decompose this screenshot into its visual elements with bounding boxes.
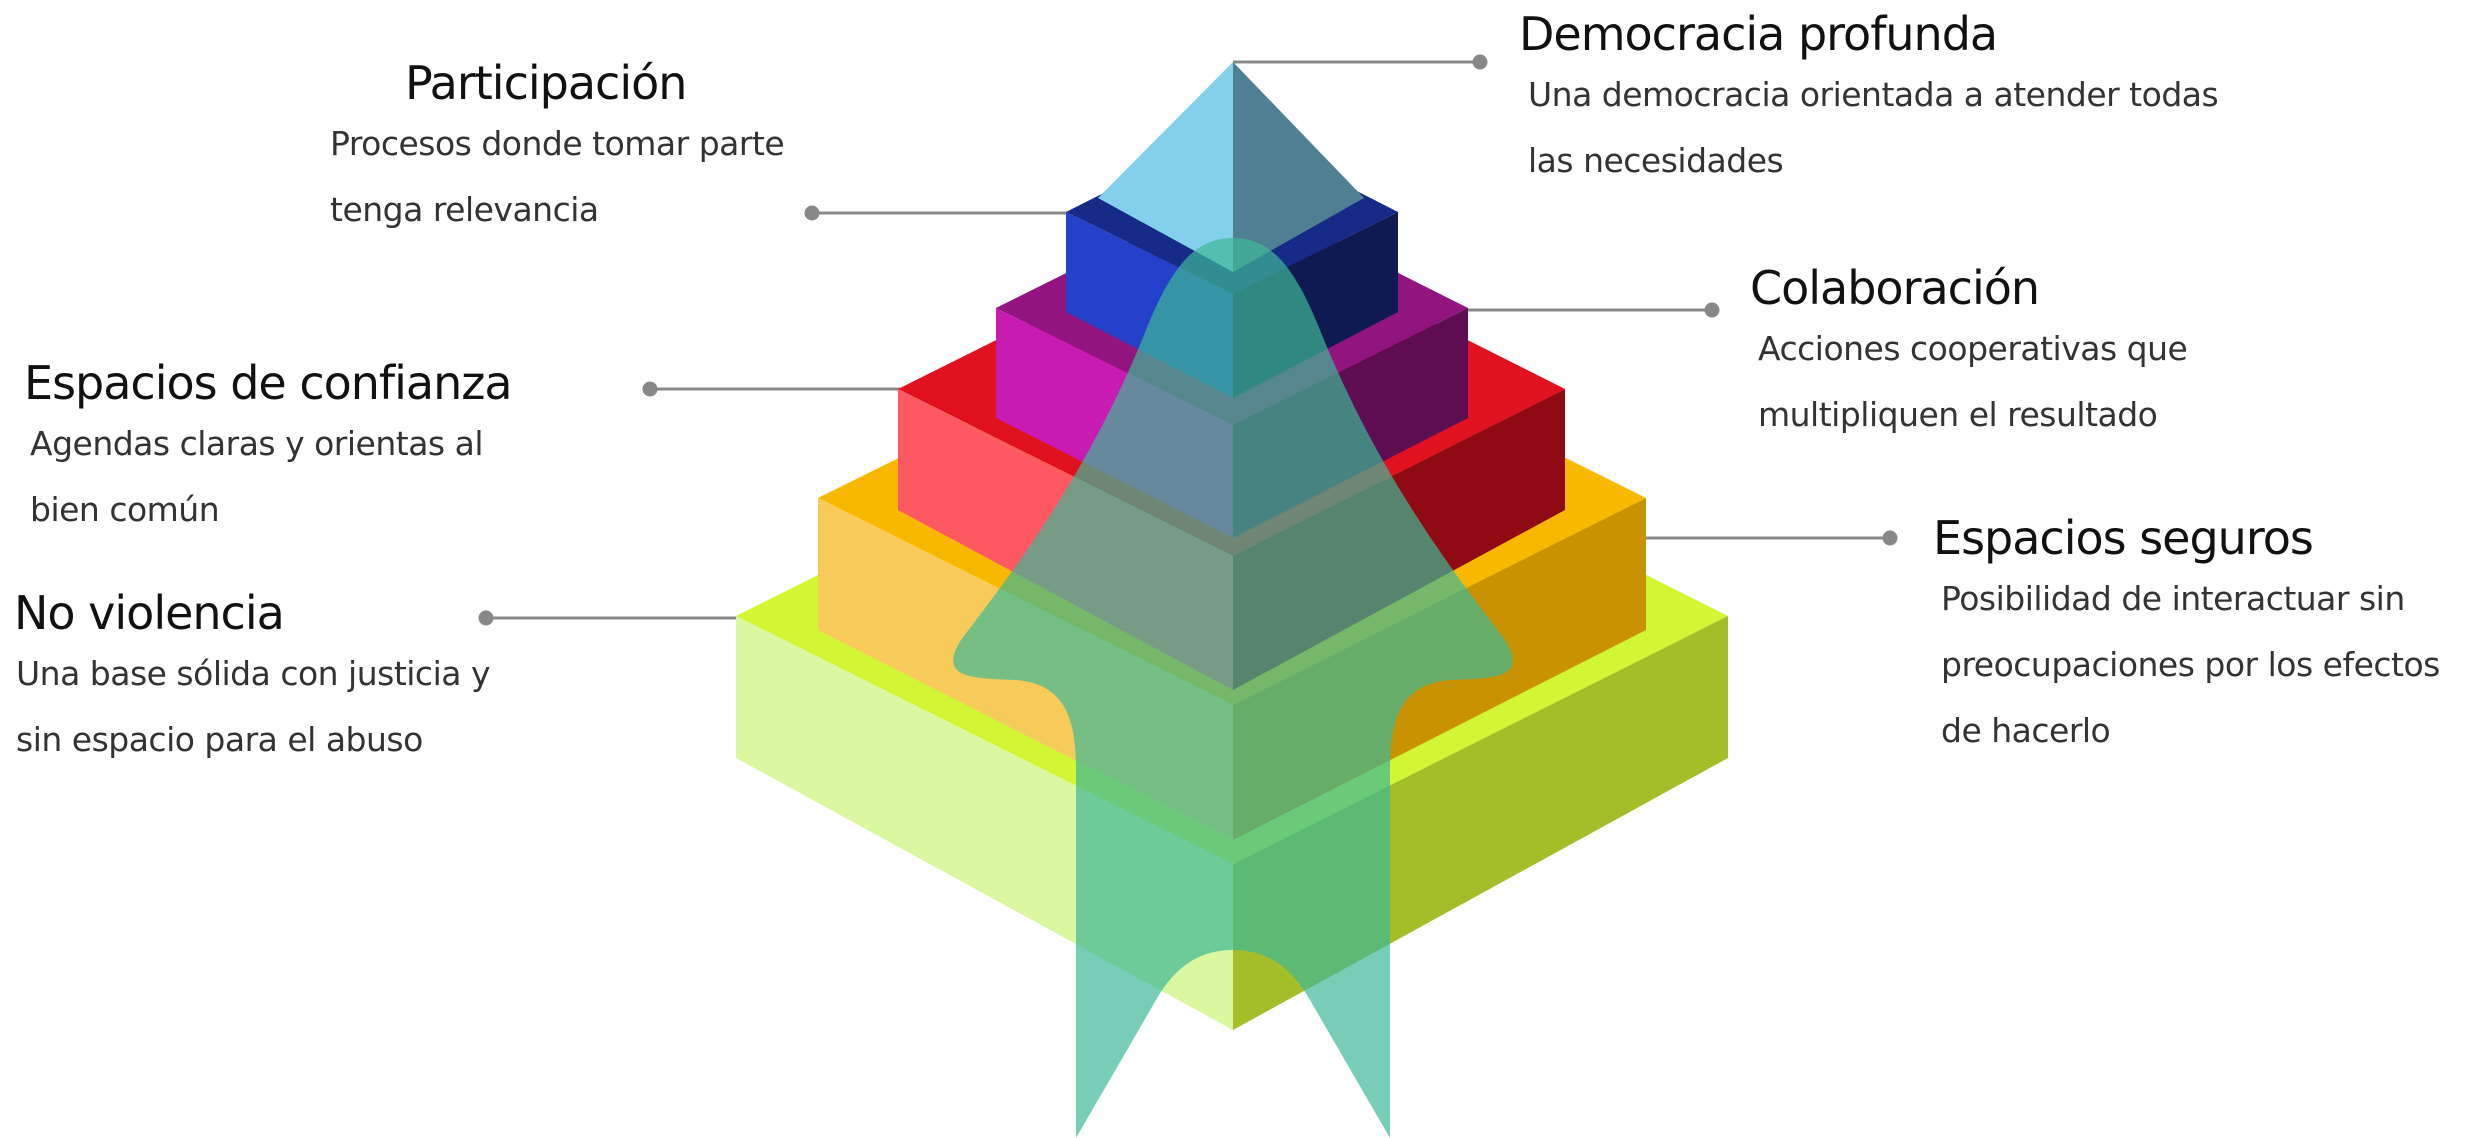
- label-espacios-seguros: Espacios seguros Posibilidad de interact…: [1933, 510, 2461, 764]
- level-title: Democracia profunda: [1519, 7, 1998, 61]
- connector-democracia: [1233, 54, 1488, 70]
- connector-lines: [478, 54, 1898, 626]
- label-no-violencia: No violencia Una base sólida con justici…: [14, 585, 536, 773]
- connector-colaboracion: [1460, 302, 1720, 318]
- level-title: No violencia: [14, 586, 285, 640]
- label-participacion: Participación Procesos donde tomar parte…: [330, 55, 870, 243]
- level-title: Participación: [405, 56, 687, 110]
- level-description: Acciones cooperativas que multipliquen e…: [1758, 329, 2188, 434]
- label-espacios-confianza: Espacios de confianza Agendas claras y o…: [24, 355, 550, 543]
- label-colaboracion: Colaboración Acciones cooperativas que m…: [1750, 260, 2258, 448]
- upward-arrow: [953, 238, 1513, 1138]
- connector-confianza: [642, 381, 900, 397]
- connector-participacion: [804, 205, 1070, 221]
- level-description: Posibilidad de interactuar sin preocupac…: [1941, 579, 2440, 750]
- level-description: Una democracia orientada a atender todas…: [1528, 75, 2219, 180]
- level-description: Procesos donde tomar parte tenga relevan…: [330, 124, 785, 229]
- level-title: Colaboración: [1750, 261, 2040, 315]
- level-description: Una base sólida con justicia y sin espac…: [16, 654, 491, 759]
- level-description: Agendas claras y orientas al bien común: [30, 424, 484, 529]
- tier-democracia-profunda: [1098, 62, 1364, 272]
- label-democracia-profunda: Democracia profunda Una democracia orien…: [1519, 6, 2248, 194]
- level-title: Espacios de confianza: [24, 356, 513, 410]
- level-title: Espacios seguros: [1933, 511, 2314, 565]
- connector-noviolencia: [478, 610, 740, 626]
- connector-seguros: [1640, 530, 1898, 546]
